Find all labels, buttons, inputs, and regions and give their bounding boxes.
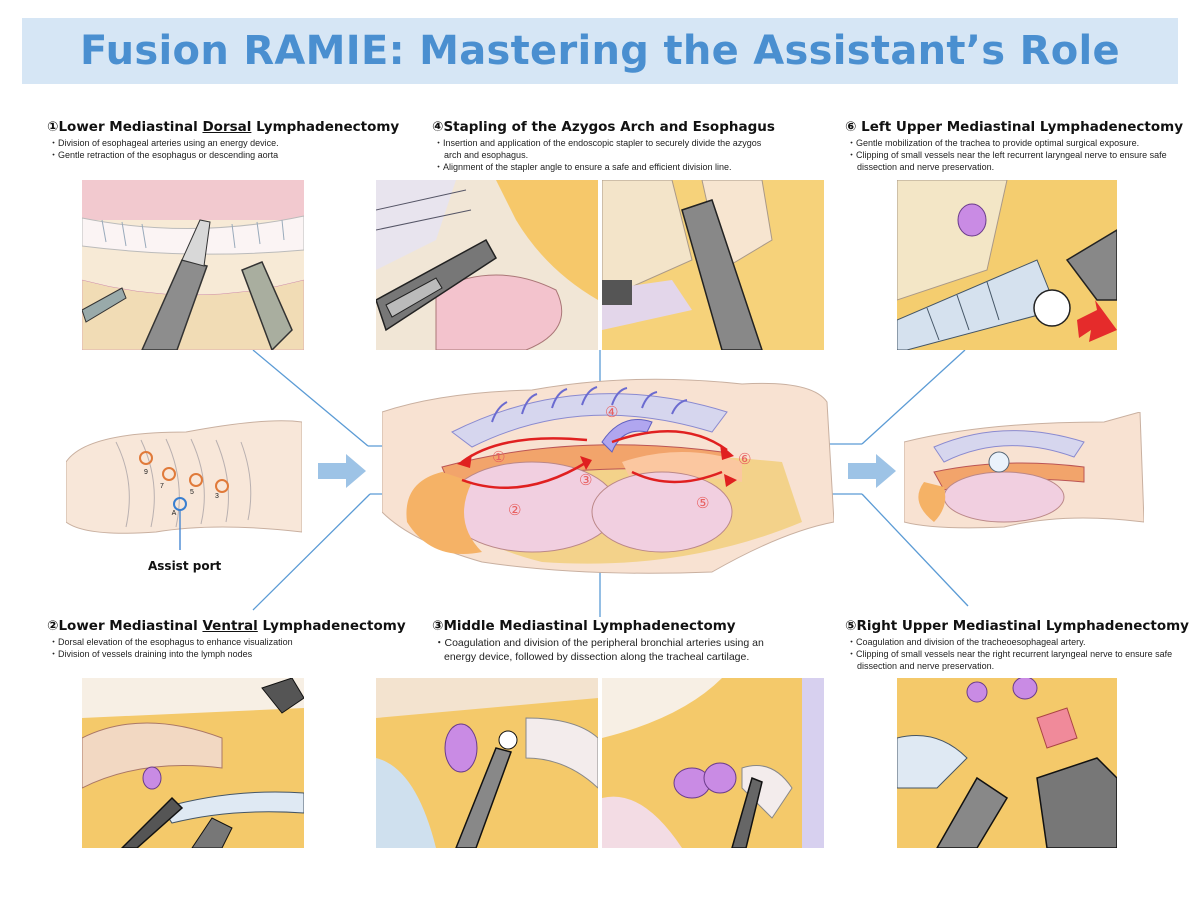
section-3: ③Middle Mediastinal Lymphadenectomy Coag…	[432, 618, 792, 664]
section-1-bullet: Gentle retraction of the esophagus or de…	[47, 149, 407, 161]
section-4-bullet: Alignment of the stapler angle to ensure…	[432, 161, 772, 173]
port-7	[162, 467, 176, 481]
section-6: ⑥ Left Upper Mediastinal Lymphadenectomy…	[845, 119, 1184, 173]
port-label-7: 7	[160, 483, 164, 490]
marker-4: ④	[605, 403, 618, 421]
image-right-upper	[897, 678, 1117, 848]
section-5-bullet: Coagulation and division of the tracheoe…	[845, 636, 1180, 648]
assist-port-label: Assist port	[148, 559, 222, 573]
port-label-9: 9	[144, 469, 148, 476]
marker-3: ③	[579, 471, 592, 489]
section-5-title: ⑤Right Upper Mediastinal Lymphadenectomy	[845, 618, 1189, 634]
section-4-bullet: Insertion and application of the endosco…	[432, 137, 772, 161]
section-2-title: ②Lower Mediastinal Ventral Lymphadenecto…	[47, 618, 406, 634]
port-9	[139, 451, 153, 465]
section-4: ④Stapling of the Azygos Arch and Esophag…	[432, 119, 775, 173]
port-label-3: 3	[215, 493, 219, 500]
section-3-title: ③Middle Mediastinal Lymphadenectomy	[432, 618, 736, 634]
marker-1: ①	[492, 448, 505, 466]
image-left-upper	[897, 180, 1117, 350]
image-lower-ventral	[82, 678, 304, 848]
section-5: ⑤Right Upper Mediastinal Lymphadenectomy…	[845, 618, 1189, 672]
section-2-bullet: Dorsal elevation of the esophagus to enh…	[47, 636, 407, 648]
marker-5: ⑤	[696, 494, 709, 512]
section-1: ①Lower Mediastinal Dorsal Lymphadenectom…	[47, 119, 407, 161]
section-3-bullet: Coagulation and division of the peripher…	[432, 636, 792, 664]
port-5	[189, 473, 203, 487]
section-6-title: ⑥ Left Upper Mediastinal Lymphadenectomy	[845, 119, 1184, 135]
marker-2: ②	[508, 501, 521, 519]
section-2: ②Lower Mediastinal Ventral Lymphadenecto…	[47, 618, 407, 660]
overview-diagram	[904, 412, 1144, 529]
image-stapling-right	[602, 180, 824, 350]
section-1-title: ①Lower Mediastinal Dorsal Lymphadenectom…	[47, 119, 400, 135]
flow-arrow-right	[848, 454, 896, 488]
flow-arrow-left	[318, 454, 366, 488]
section-6-bullet: Gentle mobilization of the trachea to pr…	[845, 137, 1175, 149]
title-banner: Fusion RAMIE: Mastering the Assistant’s …	[22, 18, 1178, 84]
section-2-bullet: Division of vessels draining into the ly…	[47, 648, 407, 660]
section-1-bullet: Division of esophageal arteries using an…	[47, 137, 407, 149]
image-middle-right	[602, 678, 824, 848]
section-4-title: ④Stapling of the Azygos Arch and Esophag…	[432, 119, 775, 135]
section-6-bullet: Clipping of small vessels near the left …	[845, 149, 1175, 173]
page-title: Fusion RAMIE: Mastering the Assistant’s …	[80, 28, 1120, 74]
section-5-bullet: Clipping of small vessels near the right…	[845, 648, 1180, 672]
central-mediastinum-diagram: ① ② ③ ④ ⑤ ⑥	[382, 378, 834, 574]
port-label-5: 5	[190, 489, 194, 496]
marker-6: ⑥	[738, 450, 751, 468]
image-lower-dorsal	[82, 180, 304, 350]
image-stapling-left	[376, 180, 598, 350]
image-middle-left	[376, 678, 598, 848]
thorax-port-diagram: 9 7 5 3 A	[66, 420, 302, 550]
port-label-a: A	[172, 510, 177, 517]
port-3	[215, 479, 229, 493]
